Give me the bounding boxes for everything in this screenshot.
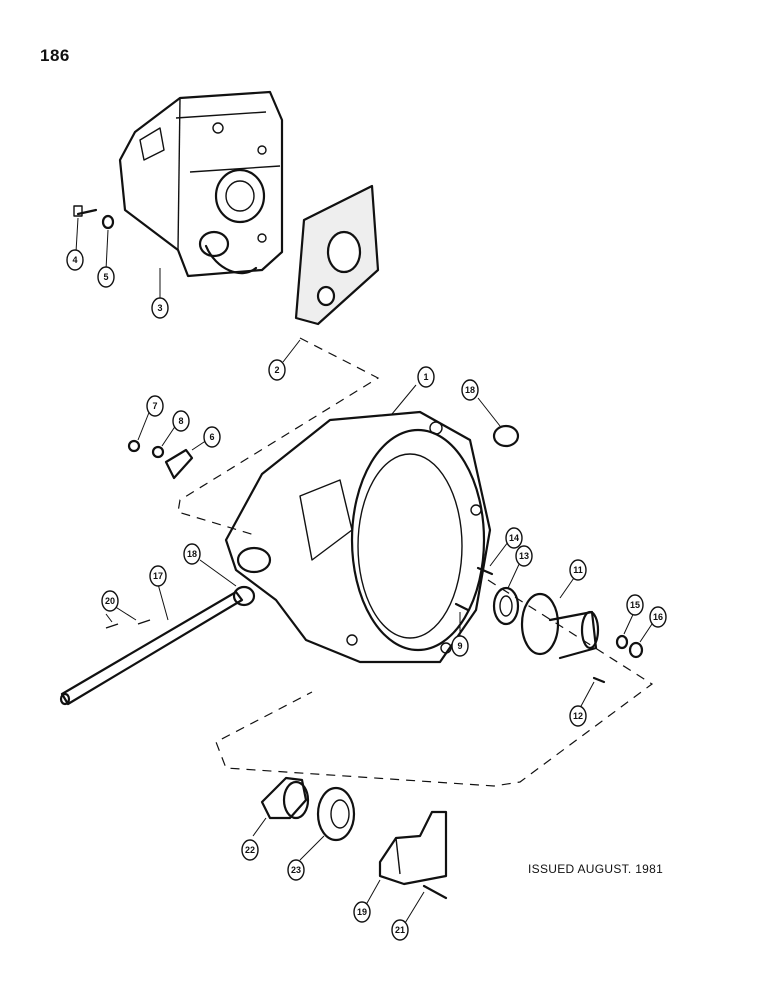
callout-2: 2 (268, 359, 286, 381)
leader-line-4 (75, 217, 79, 253)
leader-line-7 (137, 409, 151, 441)
release-bearing-part (316, 786, 356, 842)
callout-17: 17 (149, 565, 167, 587)
leader-line-23 (299, 835, 325, 861)
leader-line-18b (199, 559, 237, 587)
screw-part (127, 439, 141, 453)
callout-22: 22 (241, 839, 259, 861)
assembly-dashline-shaft (215, 579, 654, 787)
callout-21-label: 21 (395, 925, 405, 935)
callout-18-upper-label: 18 (465, 385, 475, 395)
leader-line-22 (252, 817, 267, 837)
callout-8-label: 8 (178, 416, 183, 426)
callout-1-label: 1 (423, 372, 428, 382)
callout-4-label: 4 (72, 255, 77, 265)
callout-13-label: 13 (519, 551, 529, 561)
callout-15: 15 (626, 594, 644, 616)
callout-11-label: 11 (573, 565, 583, 575)
roll-pin-part (422, 884, 448, 900)
lock-washer-part (615, 634, 629, 650)
key-part (105, 619, 151, 629)
callout-7-label: 7 (152, 401, 157, 411)
callout-3-label: 3 (157, 303, 162, 313)
callout-18-lower: 18 (183, 543, 201, 565)
bushing-lower-part (232, 585, 256, 607)
stud-part (476, 566, 494, 576)
callout-14: 14 (505, 527, 523, 549)
callout-12: 12 (569, 705, 587, 727)
callout-2-label: 2 (274, 365, 279, 375)
callout-21: 21 (391, 919, 409, 941)
page-number: 186 (40, 46, 70, 65)
callout-17-label: 17 (153, 571, 163, 581)
callout-5: 5 (97, 266, 115, 288)
leader-line-12 (579, 681, 595, 709)
callout-3: 3 (151, 297, 169, 319)
callout-20-label: 20 (105, 596, 115, 606)
callout-23-label: 23 (291, 865, 301, 875)
callout-9: 9 (451, 635, 469, 657)
oil-seal-part (492, 586, 520, 626)
pin-part (454, 602, 470, 612)
clutch-housing-part (224, 410, 492, 664)
callout-18-lower-label: 18 (187, 549, 197, 559)
bolt-part (73, 205, 98, 217)
cap-screw-part (592, 676, 606, 684)
leader-line-5 (105, 229, 109, 271)
leader-line-17 (157, 583, 169, 621)
callout-4: 4 (66, 249, 84, 271)
transmission-case-part (118, 90, 284, 278)
assembly-dashline-gasket (177, 337, 380, 537)
nut-part (151, 445, 165, 459)
callout-1: 1 (417, 366, 435, 388)
callout-19: 19 (353, 901, 371, 923)
callout-20: 20 (101, 590, 119, 612)
release-fork-part (378, 810, 448, 886)
callout-9-label: 9 (457, 641, 462, 651)
leader-line-2 (282, 339, 301, 363)
shaft-part (59, 590, 244, 706)
callout-11: 11 (569, 559, 587, 581)
callout-5-label: 5 (103, 272, 108, 282)
callout-16: 16 (649, 606, 667, 628)
leader-line-20 (105, 605, 137, 623)
bushing-upper-part (492, 424, 520, 448)
callout-14-label: 14 (509, 533, 519, 543)
bracket-plate-part (164, 448, 194, 480)
callout-18-upper: 18 (461, 379, 479, 401)
callout-7: 7 (146, 395, 164, 417)
leader-line-18a (477, 397, 501, 427)
callout-16-label: 16 (653, 612, 663, 622)
issued-date-note: ISSUED AUGUST. 1981 (528, 862, 664, 876)
leader-line-13 (507, 559, 522, 589)
callout-19-label: 19 (357, 907, 367, 917)
bearing-carrier-part (520, 592, 600, 660)
callout-12-label: 12 (573, 711, 583, 721)
callout-6: 6 (203, 426, 221, 448)
callout-6-label: 6 (209, 432, 214, 442)
callout-23: 23 (287, 859, 305, 881)
leader-line-1 (391, 384, 417, 415)
washer-part (101, 214, 115, 230)
callout-13: 13 (515, 545, 533, 567)
gasket-part (294, 184, 380, 326)
release-sleeve-part (260, 776, 310, 820)
hex-nut-part (628, 641, 644, 659)
callout-22-label: 22 (245, 845, 255, 855)
callout-8: 8 (172, 410, 190, 432)
callout-15-label: 15 (630, 600, 640, 610)
